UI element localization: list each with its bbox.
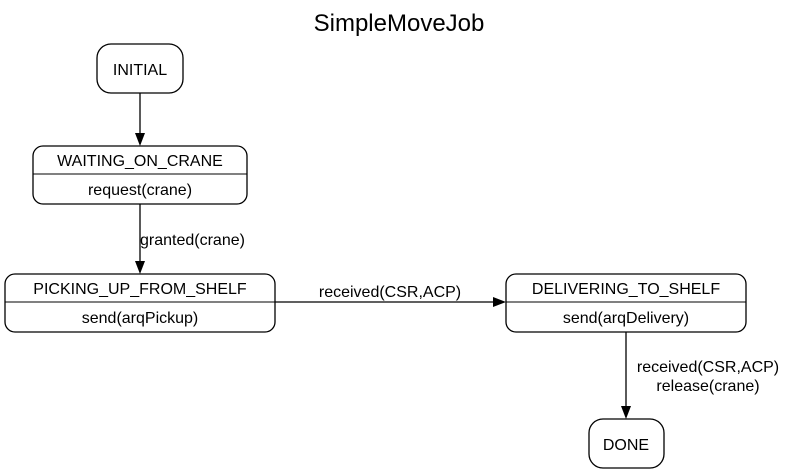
state-waiting-on-crane: WAITING_ON_CRANE request(crane) xyxy=(32,145,248,205)
state-delivering-to-shelf: DELIVERING_TO_SHELF send(arqDelivery) xyxy=(505,273,747,333)
transition-label-received-line1: received(CSR,ACP) xyxy=(637,359,779,376)
arrowhead-icon xyxy=(493,297,506,307)
arrowhead-icon xyxy=(621,406,631,419)
state-waiting-action: request(crane) xyxy=(88,182,192,199)
state-done-name: DONE xyxy=(603,437,649,454)
state-done: DONE xyxy=(588,418,665,469)
arrowhead-icon xyxy=(135,133,145,146)
transition-label-received: received(CSR,ACP) xyxy=(319,284,461,301)
state-picking-name: PICKING_UP_FROM_SHELF xyxy=(33,281,247,298)
diagram-title: SimpleMoveJob xyxy=(314,10,485,37)
state-done-box xyxy=(588,418,665,469)
state-initial: INITIAL xyxy=(96,43,184,94)
state-picking-action: send(arqPickup) xyxy=(82,310,199,327)
arrowhead-icon xyxy=(135,261,145,274)
state-waiting-name: WAITING_ON_CRANE xyxy=(57,153,223,170)
transition-waiting-to-picking: granted(crane) xyxy=(135,204,245,274)
state-picking-box xyxy=(4,273,276,333)
transition-initial-to-waiting xyxy=(135,93,145,146)
state-initial-name: INITIAL xyxy=(113,62,167,79)
transition-delivering-to-done: received(CSR,ACP) release(crane) xyxy=(621,332,779,419)
transition-label-granted: granted(crane) xyxy=(140,232,245,249)
state-picking-up-from-shelf: PICKING_UP_FROM_SHELF send(arqPickup) xyxy=(4,273,276,333)
state-delivering-name: DELIVERING_TO_SHELF xyxy=(532,281,720,298)
transition-picking-to-delivering: received(CSR,ACP) xyxy=(275,284,506,307)
transition-label-release-line2: release(crane) xyxy=(656,378,759,395)
state-delivering-action: send(arqDelivery) xyxy=(563,310,689,327)
